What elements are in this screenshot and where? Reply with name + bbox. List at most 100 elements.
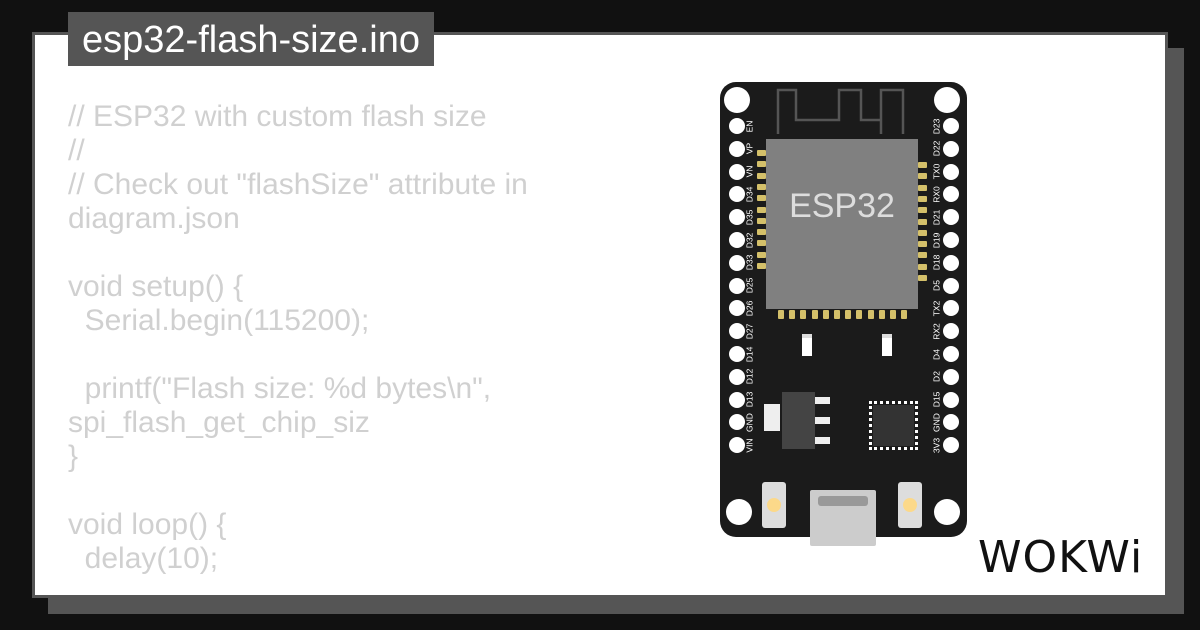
pin-label: GND [931,412,942,432]
file-title: esp32-flash-size.ino [68,12,434,66]
code-line: // ESP32 with custom flash size [68,100,487,133]
mounting-hole [934,87,960,113]
code-line: Serial.begin(115200); [68,304,370,337]
pin-d2[interactable] [943,368,959,385]
pin-label: D12 [744,369,755,385]
pin-rx2[interactable] [943,323,959,340]
pin-d12[interactable] [729,368,745,385]
chip-pad [918,162,927,168]
chip-pad [845,310,852,319]
pin-label: TX0 [931,163,942,180]
pin-d21[interactable] [943,209,959,226]
chip-pad [800,310,807,319]
mounting-hole [724,87,750,113]
pin-label: D35 [744,209,755,225]
pin-label: D15 [931,391,942,408]
pin-label: VP [744,143,755,155]
boot-button[interactable] [762,482,786,528]
pin-label: TX2 [931,300,942,317]
regulator-tab [764,404,780,431]
pin-d32[interactable] [729,232,745,248]
pin-vn[interactable] [729,163,745,180]
pin-3v3[interactable] [943,437,959,454]
pin-label: D18 [931,255,942,271]
pin-label: D5 [931,280,942,292]
chip-pad [757,240,766,247]
chip-pad [918,184,927,191]
pin-d22[interactable] [943,140,959,157]
pin-label: D14 [744,346,755,362]
chip-pad [757,251,766,258]
chip-pad [918,275,927,281]
chip-pad [918,207,927,214]
pin-tx0[interactable] [943,163,959,180]
chip-pad [789,310,796,319]
pin-d35[interactable] [729,209,745,226]
pin-vin[interactable] [729,437,745,454]
pin-label: GND [744,412,755,432]
pin-label: VN [744,165,755,178]
led-builtin [882,334,892,356]
pin-label: D34 [744,186,755,203]
pin-d13[interactable] [729,391,745,408]
pin-d34[interactable] [729,186,745,203]
en-button[interactable] [898,482,922,528]
pin-d14[interactable] [729,346,745,362]
chip-pad [757,217,766,224]
code-line: printf("Flash size: %d bytes\n", spi_fla… [68,372,500,439]
pin-d26[interactable] [729,300,745,317]
pin-gnd[interactable] [729,414,745,431]
chip-pad [901,310,908,319]
chip-pad [890,310,896,319]
voltage-regulator [782,392,815,449]
wokwi-logo: WOKWi [978,532,1144,583]
pin-rx0[interactable] [943,186,959,203]
chip-pad [918,195,927,202]
chip-pad [918,263,927,270]
pin-gnd[interactable] [943,414,959,431]
pin-label: D22 [931,141,942,157]
pin-label: VIN [744,438,755,453]
chip-pad [757,195,766,202]
pin-d4[interactable] [943,346,959,362]
code-line: void setup() { [68,270,244,303]
pin-d25[interactable] [729,277,745,294]
chip-pad [811,310,818,319]
pin-d18[interactable] [943,254,959,271]
chip-pad [757,172,766,179]
pin-label: D26 [744,300,755,317]
pin-label: RX0 [931,186,942,203]
pin-vp[interactable] [729,140,745,157]
chip-pad [822,310,829,319]
pin-d23[interactable] [943,118,959,134]
preview-card [32,32,1168,598]
pin-label: D2 [931,371,942,383]
regulator-leg [815,417,830,424]
pin-d27[interactable] [729,323,745,340]
chip-pad [856,310,863,319]
pin-label: D32 [744,232,755,248]
chip-pad [757,161,766,168]
chip-pad [757,263,766,269]
regulator-leg [815,397,830,404]
chip-pad [757,229,766,236]
code-line [68,236,688,270]
regulator-leg [815,437,830,444]
chip-pad [918,241,927,248]
led-power [802,334,812,356]
pin-tx2[interactable] [943,300,959,317]
chip-pad [918,173,927,180]
esp32-chip: ESP32 [766,139,918,309]
pin-label: D27 [744,323,755,339]
pin-d33[interactable] [729,254,745,271]
pin-d19[interactable] [943,232,959,248]
pin-en[interactable] [729,118,745,134]
code-line: void loop() { [68,508,227,541]
chip-pad [867,310,874,319]
chip-pad [834,310,840,319]
pin-label: D21 [931,209,942,225]
antenna-trace [776,88,905,134]
pin-d15[interactable] [943,391,959,408]
pin-d5[interactable] [943,277,959,294]
